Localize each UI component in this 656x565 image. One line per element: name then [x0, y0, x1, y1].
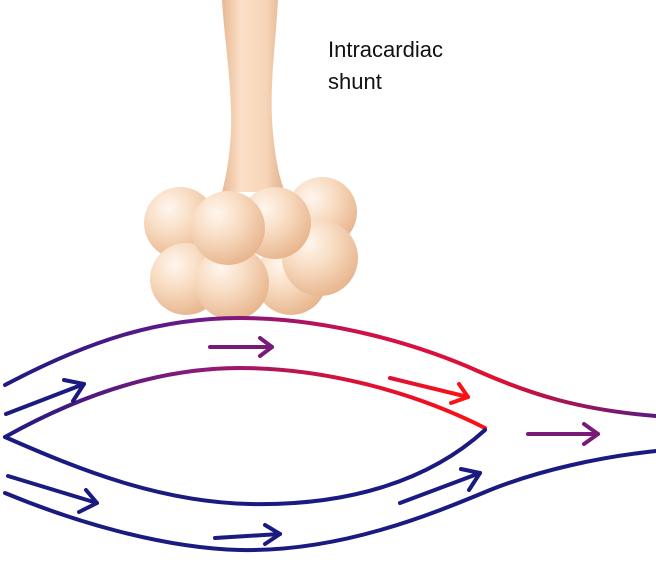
alveolus — [195, 246, 269, 320]
lower-vessel-outer-wall — [3, 449, 656, 553]
alveolus — [191, 191, 265, 265]
arrow-icon — [4, 378, 86, 416]
lower-vessel-inner-wall — [3, 428, 487, 507]
caption-line-1: Intracardiac — [328, 37, 443, 62]
caption: Intracardiac shunt — [328, 34, 443, 98]
flow-arrows — [4, 336, 600, 546]
arrow-icon — [6, 474, 99, 514]
arrow-icon — [388, 376, 470, 405]
arrow-icon — [208, 336, 274, 358]
arrow-icon — [526, 422, 600, 446]
arrow-icon — [213, 523, 282, 546]
upper-vessel-outer-wall — [3, 316, 656, 418]
upper-vessel-inner-wall — [3, 366, 487, 439]
caption-line-2: shunt — [328, 69, 382, 94]
bronchiole — [222, 0, 285, 192]
arrow-icon — [398, 467, 482, 505]
alveolar-cluster-icon — [144, 177, 358, 320]
vessels — [3, 316, 656, 553]
